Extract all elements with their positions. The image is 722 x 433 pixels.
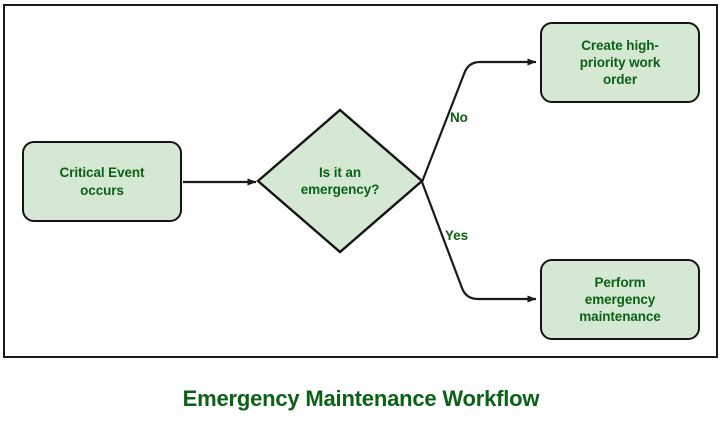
node-create-work-order[interactable]: Create high- priority work order — [540, 22, 700, 103]
node-critical-event[interactable]: Critical Event occurs — [22, 141, 182, 222]
edge-label-no: No — [450, 110, 468, 125]
node-perform-maintenance-label: Perform emergency maintenance — [579, 274, 661, 325]
node-perform-maintenance[interactable]: Perform emergency maintenance — [540, 259, 700, 340]
decision-node-label: Is it an emergency? — [300, 164, 380, 197]
decision-node[interactable]: Is it an emergency? — [258, 110, 422, 252]
edge-decision-to-workorder — [420, 58, 537, 183]
diagram-title: Emergency Maintenance Workflow — [182, 386, 540, 411]
edge-decision-to-maintenance — [420, 181, 537, 303]
node-critical-event-label: Critical Event occurs — [59, 165, 145, 198]
node-create-work-order-label: Create high- priority work order — [579, 37, 661, 88]
decision-diamond[interactable] — [256, 108, 424, 254]
edge-label-yes: Yes — [445, 228, 468, 243]
